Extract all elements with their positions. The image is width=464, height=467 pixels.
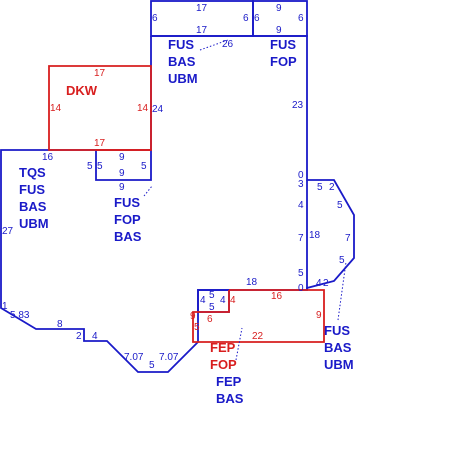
leader-bottom <box>235 327 243 361</box>
dim-top-box-right-top2: 9 <box>276 25 282 36</box>
red-room-bottom <box>192 289 325 343</box>
dim-right-7: 7 <box>298 233 304 244</box>
svg-text:FOP: FOP <box>270 54 297 69</box>
svg-text:FOP: FOP <box>114 212 141 227</box>
dim-top-box-right-top: 9 <box>276 3 282 14</box>
dim-bottom-5: 5 <box>149 360 155 371</box>
dim-ext-4: 4 <box>316 278 322 289</box>
dim-mid-18: 18 <box>246 277 258 288</box>
label-bottom-blue: FEP BAS <box>216 374 244 406</box>
dim-red-bot-left-5: 5 <box>194 322 200 333</box>
label-top-right-block: FUS FOP <box>270 37 297 69</box>
dim-right-18: 18 <box>309 230 321 241</box>
dim-left-583: 5.83 <box>10 310 30 321</box>
small-inner-box <box>95 150 152 181</box>
label-left-block: TQS FUS BAS UBM <box>19 165 49 231</box>
dim-red-bot-left-9: 9 <box>190 311 196 322</box>
dim-ext-5: 5 <box>317 182 323 193</box>
dim-red-room-left: 14 <box>50 103 62 114</box>
dim-top-box-left-top2: 17 <box>196 25 208 36</box>
dim-sq-5b: 5 <box>209 302 215 313</box>
dim-left-1: 1 <box>2 301 8 312</box>
dim-red-bot-16: 16 <box>271 291 283 302</box>
dim-left-4: 4 <box>92 331 98 342</box>
svg-text:BAS: BAS <box>114 229 142 244</box>
svg-text:FEP: FEP <box>216 374 242 389</box>
dim-bottom-707a: 7.07 <box>124 352 144 363</box>
dim-left-27: 27 <box>2 226 14 237</box>
leader-mid <box>143 185 153 197</box>
dim-left-8: 8 <box>57 319 63 330</box>
svg-text:UBM: UBM <box>19 216 49 231</box>
dim-right-4: 4 <box>298 200 304 211</box>
dim-right-3: 3 <box>298 179 304 190</box>
svg-text:TQS: TQS <box>19 165 46 180</box>
dim-small-9b: 9 <box>119 168 125 179</box>
dim-top-box-left-left: 6 <box>152 13 158 24</box>
dim-ext-2: 2 <box>329 182 335 193</box>
dim-left-top-16: 16 <box>42 152 54 163</box>
dim-red-room-right: 14 <box>137 103 149 114</box>
dim-red-bot-9: 9 <box>316 310 322 321</box>
dim-red-bot-left-6: 6 <box>207 314 213 325</box>
dim-ext-5b: 5 <box>337 200 343 211</box>
leader-right <box>337 261 347 321</box>
dim-main-diag: 26 <box>222 39 234 50</box>
red-outlines <box>48 65 325 343</box>
dim-left-2: 2 <box>76 331 82 342</box>
dim-top-box-left-top: 17 <box>196 3 208 14</box>
dim-red-bot-22: 22 <box>252 331 264 342</box>
dim-red-room-bottom: 17 <box>94 138 106 149</box>
leader-top <box>199 39 229 51</box>
dim-ext-2b: 2 <box>323 278 329 289</box>
dim-top-box-right-left: 6 <box>254 13 260 24</box>
dim-small-5c: 5 <box>141 161 147 172</box>
dim-red-room-top: 17 <box>94 68 106 79</box>
dim-right-5a: 5 <box>298 268 304 279</box>
dim-ext-5c: 5 <box>339 255 345 266</box>
svg-text:FUS: FUS <box>168 37 194 52</box>
svg-text:BAS: BAS <box>168 54 196 69</box>
dim-main-right-23: 23 <box>292 100 304 111</box>
dim-sq-4a: 4 <box>200 295 206 306</box>
svg-text:UBM: UBM <box>324 357 354 372</box>
dim-main-left-24: 24 <box>152 104 164 115</box>
dim-small-9a: 9 <box>119 152 125 163</box>
dim-bottom-707b: 7.07 <box>159 352 179 363</box>
svg-text:FUS: FUS <box>270 37 296 52</box>
dim-small-9c: 9 <box>119 182 125 193</box>
dim-sq-5a: 5 <box>209 290 215 301</box>
dim-small-5a: 5 <box>87 161 93 172</box>
svg-text:FUS: FUS <box>19 182 45 197</box>
leader-lines <box>143 39 347 361</box>
label-bottom-red: FEP FOP <box>210 340 237 372</box>
svg-text:BAS: BAS <box>19 199 47 214</box>
svg-text:UBM: UBM <box>168 71 198 86</box>
svg-text:FEP: FEP <box>210 340 236 355</box>
label-top-left-block: FUS BAS UBM <box>168 37 198 86</box>
dim-sq-4b: 4 <box>220 295 226 306</box>
dim-sq-4c: 4 <box>230 295 236 306</box>
svg-text:BAS: BAS <box>216 391 244 406</box>
svg-text:FUS: FUS <box>114 195 140 210</box>
dim-right-0b: 0 <box>298 283 304 294</box>
dim-right-0a: 0 <box>298 170 304 181</box>
dim-top-box-right-right: 6 <box>298 13 304 24</box>
svg-text:FOP: FOP <box>210 357 237 372</box>
label-right-block: FUS BAS UBM <box>324 323 354 372</box>
svg-text:BAS: BAS <box>324 340 352 355</box>
label-mid-block: FUS FOP BAS <box>114 195 142 244</box>
svg-text:FUS: FUS <box>324 323 350 338</box>
label-dkw: DKW <box>66 83 98 98</box>
dim-ext-7: 7 <box>345 233 351 244</box>
dim-top-box-left-right: 6 <box>243 13 249 24</box>
dim-small-5b: 5 <box>97 161 103 172</box>
